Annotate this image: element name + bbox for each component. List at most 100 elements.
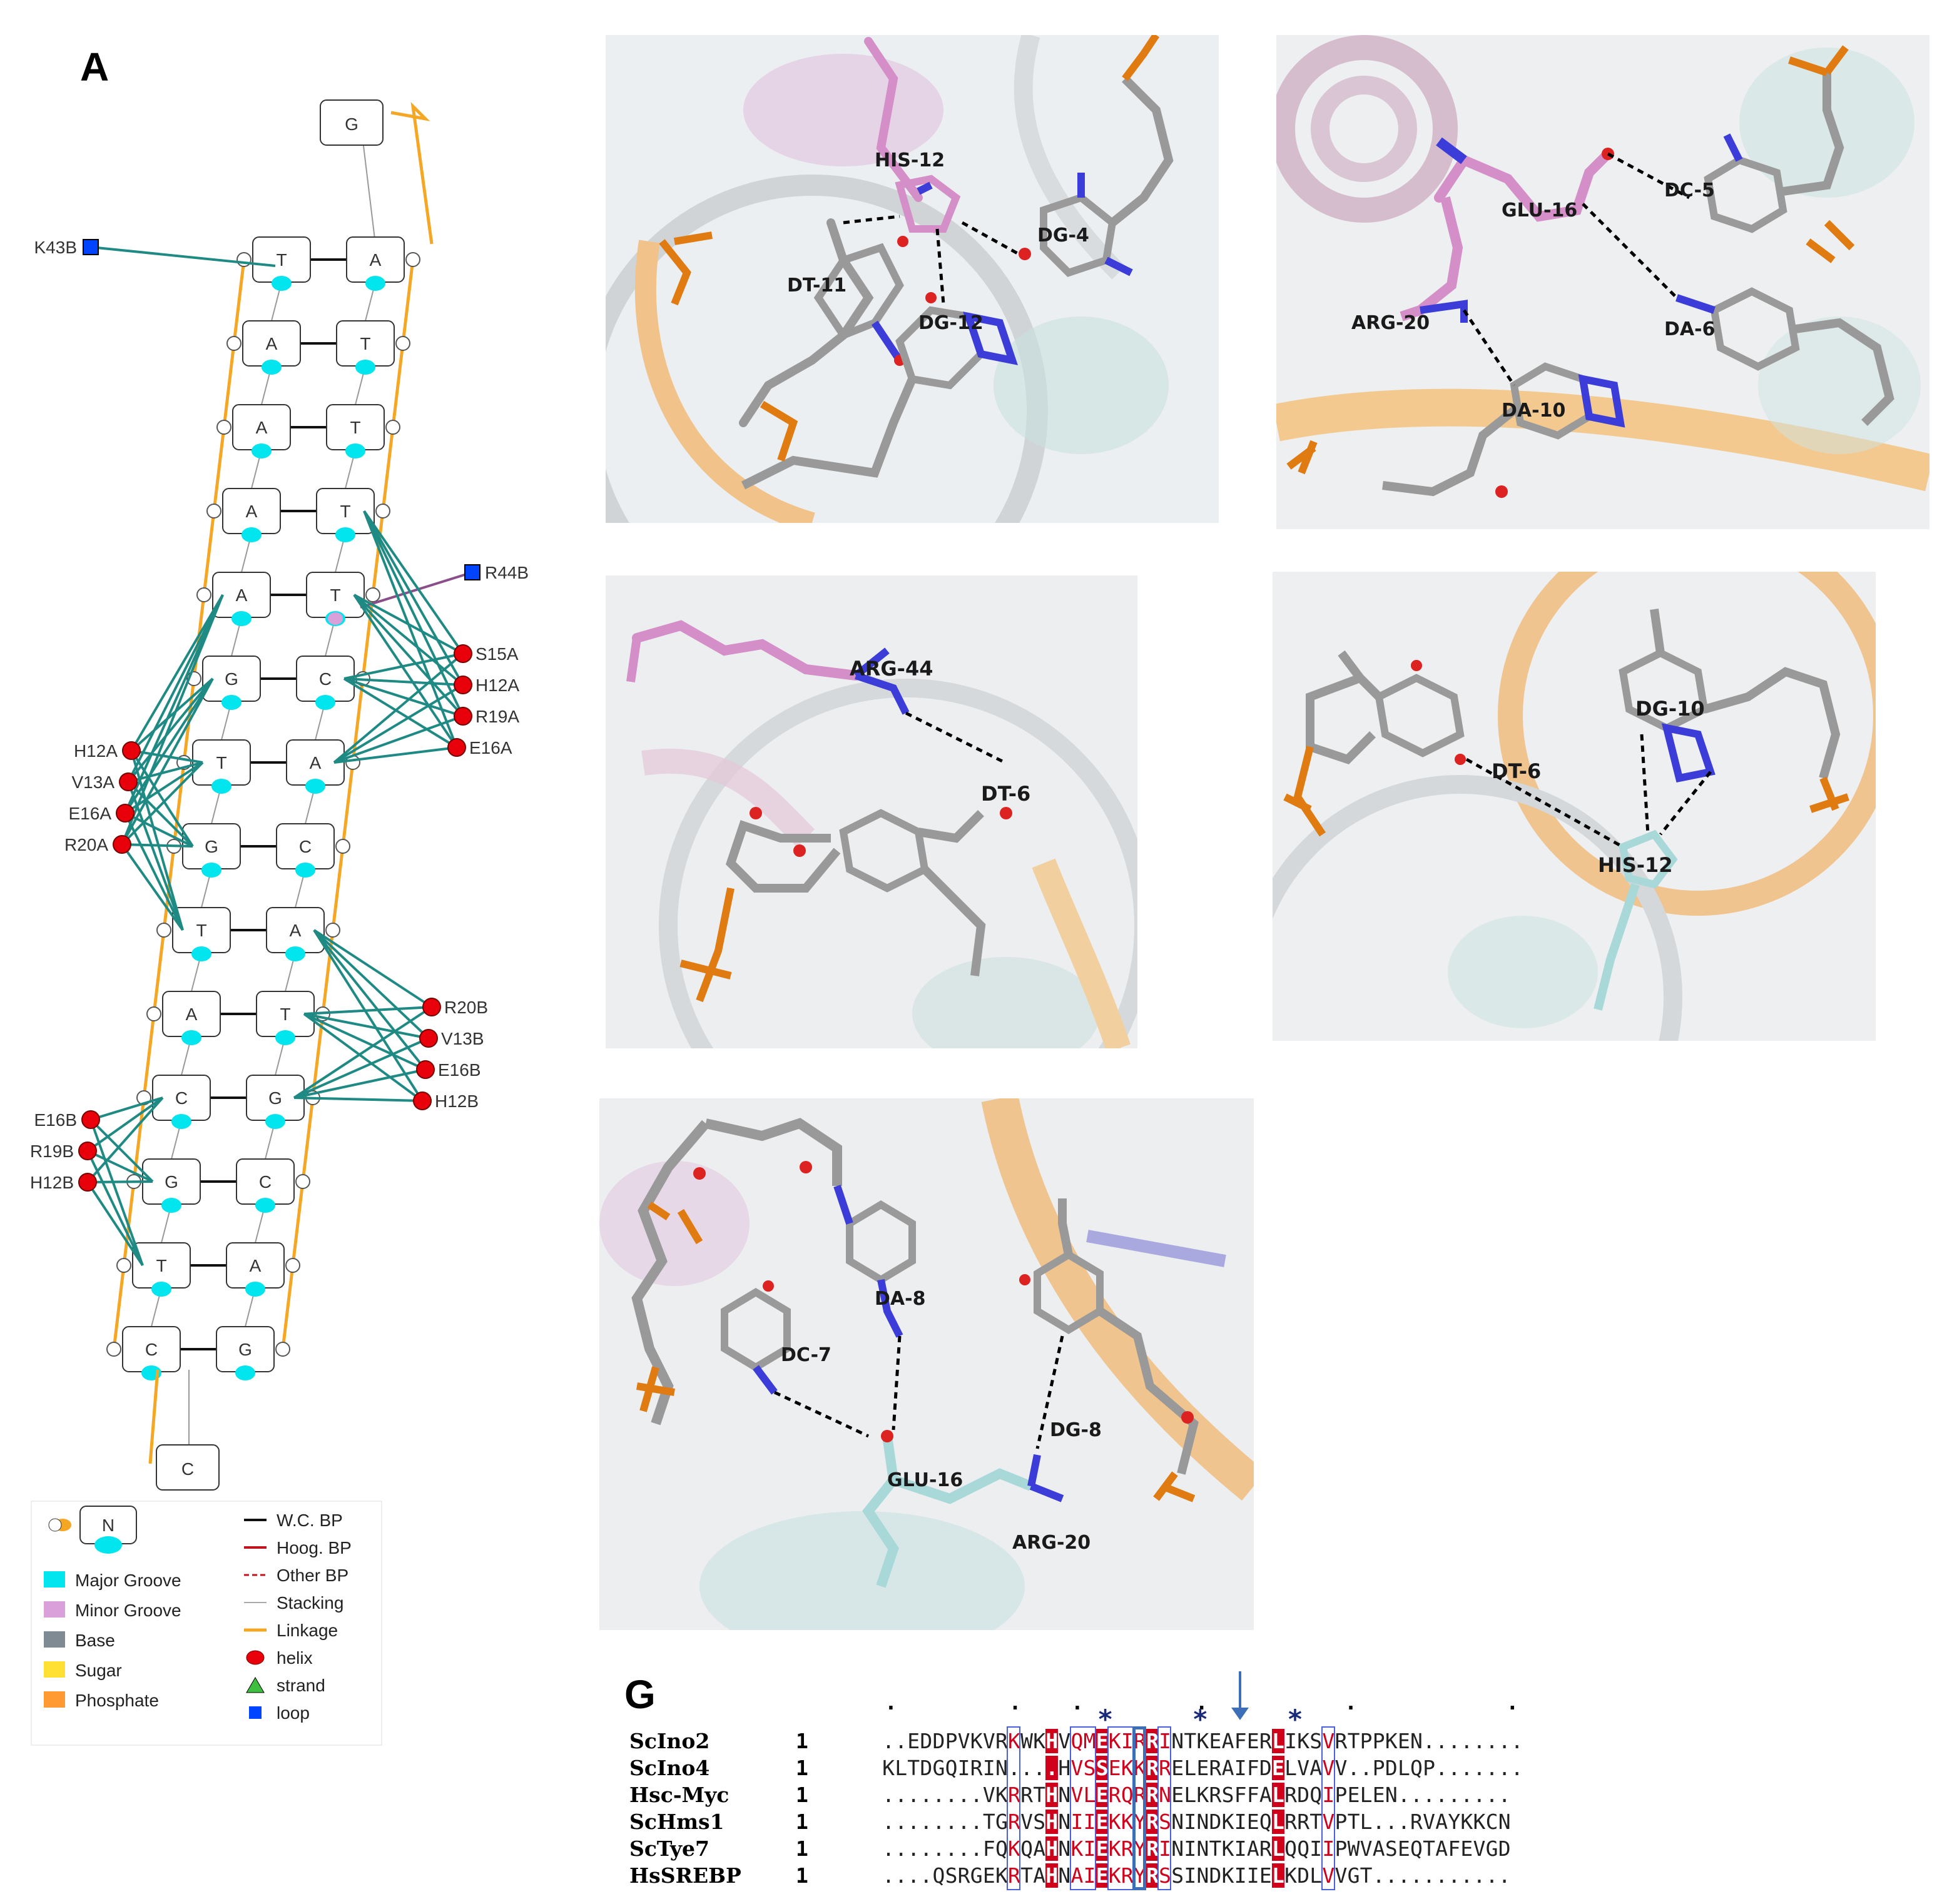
- legend-symbol: [249, 1706, 262, 1719]
- helix-marker: [78, 1142, 97, 1160]
- phosphate-node: [216, 420, 231, 435]
- helix-marker: [416, 1060, 435, 1079]
- helix-marker: [454, 644, 472, 663]
- alignment-stars: * * *: [1097, 1704, 1303, 1734]
- legend-label: Phosphate: [75, 1691, 159, 1710]
- alignment-seq-start: 1: [796, 1783, 808, 1807]
- alignment-seq-name: Hsc-Myc: [629, 1783, 729, 1807]
- contact-line: [363, 510, 464, 686]
- alignment-seq-name: HsSREBP: [629, 1863, 741, 1888]
- legend-label: Stacking: [277, 1593, 343, 1613]
- conservation-box: [1157, 1726, 1172, 1890]
- label-dc-5: DC-5: [1664, 180, 1715, 201]
- contact-line: [333, 746, 457, 764]
- major-groove-marker: [272, 276, 292, 291]
- helix-marker: [419, 1029, 438, 1048]
- alignment-seq-name: ScIno2: [629, 1729, 710, 1753]
- contact-line: [89, 1119, 144, 1266]
- contact-line: [353, 594, 464, 717]
- legend-label: Base: [75, 1631, 115, 1650]
- alignment-dots: . . . . . .: [885, 1690, 1519, 1714]
- label-arg-44: ARG-44: [850, 657, 933, 681]
- contact-line: [293, 1096, 423, 1102]
- loop-marker: [464, 564, 480, 580]
- major-groove-marker: [365, 276, 385, 291]
- top-base: G: [345, 114, 358, 134]
- label-dt-6: DT-6: [981, 782, 1030, 806]
- contact-line: [130, 677, 214, 752]
- alignment-seq-start: 1: [796, 1729, 808, 1753]
- contact-line: [293, 1068, 426, 1099]
- contact-line: [303, 1013, 429, 1040]
- helix-marker: [78, 1173, 97, 1192]
- residue-label: E16B: [438, 1060, 481, 1080]
- legend-swatch: [44, 1661, 65, 1678]
- contact-line: [121, 678, 214, 845]
- residue-label: H12B: [435, 1091, 479, 1111]
- panel-d-structure: ARG-44 DT-6: [606, 575, 1137, 1048]
- helix-marker: [119, 772, 138, 791]
- legend-node: N: [102, 1516, 114, 1535]
- legend-symbol: [246, 1650, 265, 1665]
- base-letter: A: [250, 1256, 262, 1275]
- alignment-arrow: [1239, 1671, 1241, 1714]
- alignment-seq-name: ScTye7: [629, 1836, 709, 1861]
- helix-marker: [122, 741, 141, 760]
- residue-label: R44B: [485, 563, 529, 582]
- highlight-column-box: [1132, 1726, 1147, 1890]
- base-letter: T: [280, 1005, 290, 1024]
- alignment-sequence: ........FQKQAHNKIEKRYRININTKIARLQQIIPWVA…: [882, 1836, 1511, 1861]
- panel-f-structure: DA-8 DC-7 DG-8 GLU-16 ARG-20: [599, 1098, 1254, 1630]
- helix-marker: [454, 707, 472, 726]
- alignment-seq-start: 1: [796, 1836, 808, 1861]
- base-letter: A: [186, 1005, 198, 1024]
- label-arg-20: ARG-20: [1351, 312, 1430, 334]
- label-da-8: DA-8: [875, 1288, 925, 1310]
- helix-marker: [116, 804, 135, 823]
- conservation-box: [1321, 1726, 1335, 1890]
- contact-line: [313, 929, 433, 1008]
- alignment-seq-start: 1: [796, 1810, 808, 1834]
- contact-line: [86, 1096, 164, 1183]
- residue-markers: K43BH12AV13AE16AR20AE16BR19BH12BR44BS15A…: [30, 238, 529, 1192]
- base-letter: G: [165, 1172, 178, 1192]
- contact-line: [303, 1013, 424, 1102]
- major-groove-marker: [255, 1198, 275, 1213]
- phosphate-node: [365, 587, 380, 602]
- legend-swatch: [44, 1571, 65, 1588]
- alignment-sequence: ........VKRRTHNVLERQRRNELKRSFFALRDQIPELE…: [882, 1783, 1511, 1807]
- major-groove-marker: [275, 1030, 295, 1045]
- major-groove-marker: [262, 360, 282, 375]
- contact-line: [313, 929, 430, 1040]
- base-letter: T: [360, 334, 370, 353]
- major-groove-marker: [161, 1198, 181, 1213]
- phosphate-node: [226, 336, 241, 351]
- phosphate-node: [335, 839, 350, 854]
- contact-line: [86, 1181, 144, 1267]
- label-dg-4: DG-4: [1037, 225, 1089, 246]
- phosphate-node: [275, 1342, 290, 1357]
- conservation-box: [1007, 1726, 1021, 1890]
- linkage-strand-right: [281, 259, 415, 1350]
- panel-label-a: A: [80, 44, 109, 89]
- legend-swatch: [44, 1691, 65, 1708]
- phosphate-node: [295, 1174, 310, 1189]
- contact-line: [363, 510, 464, 655]
- legend-label: strand: [277, 1676, 325, 1695]
- major-groove-marker: [151, 1282, 171, 1297]
- base-letter: C: [145, 1340, 158, 1359]
- bottom-base: C: [181, 1459, 194, 1479]
- major-groove-marker: [285, 946, 305, 961]
- phosphate-node: [395, 336, 410, 351]
- label-arg-20: ARG-20: [1012, 1532, 1090, 1554]
- base-letter: A: [266, 334, 278, 353]
- alignment-seq-name: ScIno4: [629, 1756, 710, 1780]
- residue-label: S15A: [475, 644, 519, 664]
- label-dc-7: DC-7: [781, 1344, 831, 1366]
- base-letter: T: [350, 418, 360, 437]
- minor-groove-marker: [328, 612, 343, 625]
- base-letter: G: [225, 669, 238, 689]
- alignment-seq-name: ScHms1: [629, 1810, 724, 1834]
